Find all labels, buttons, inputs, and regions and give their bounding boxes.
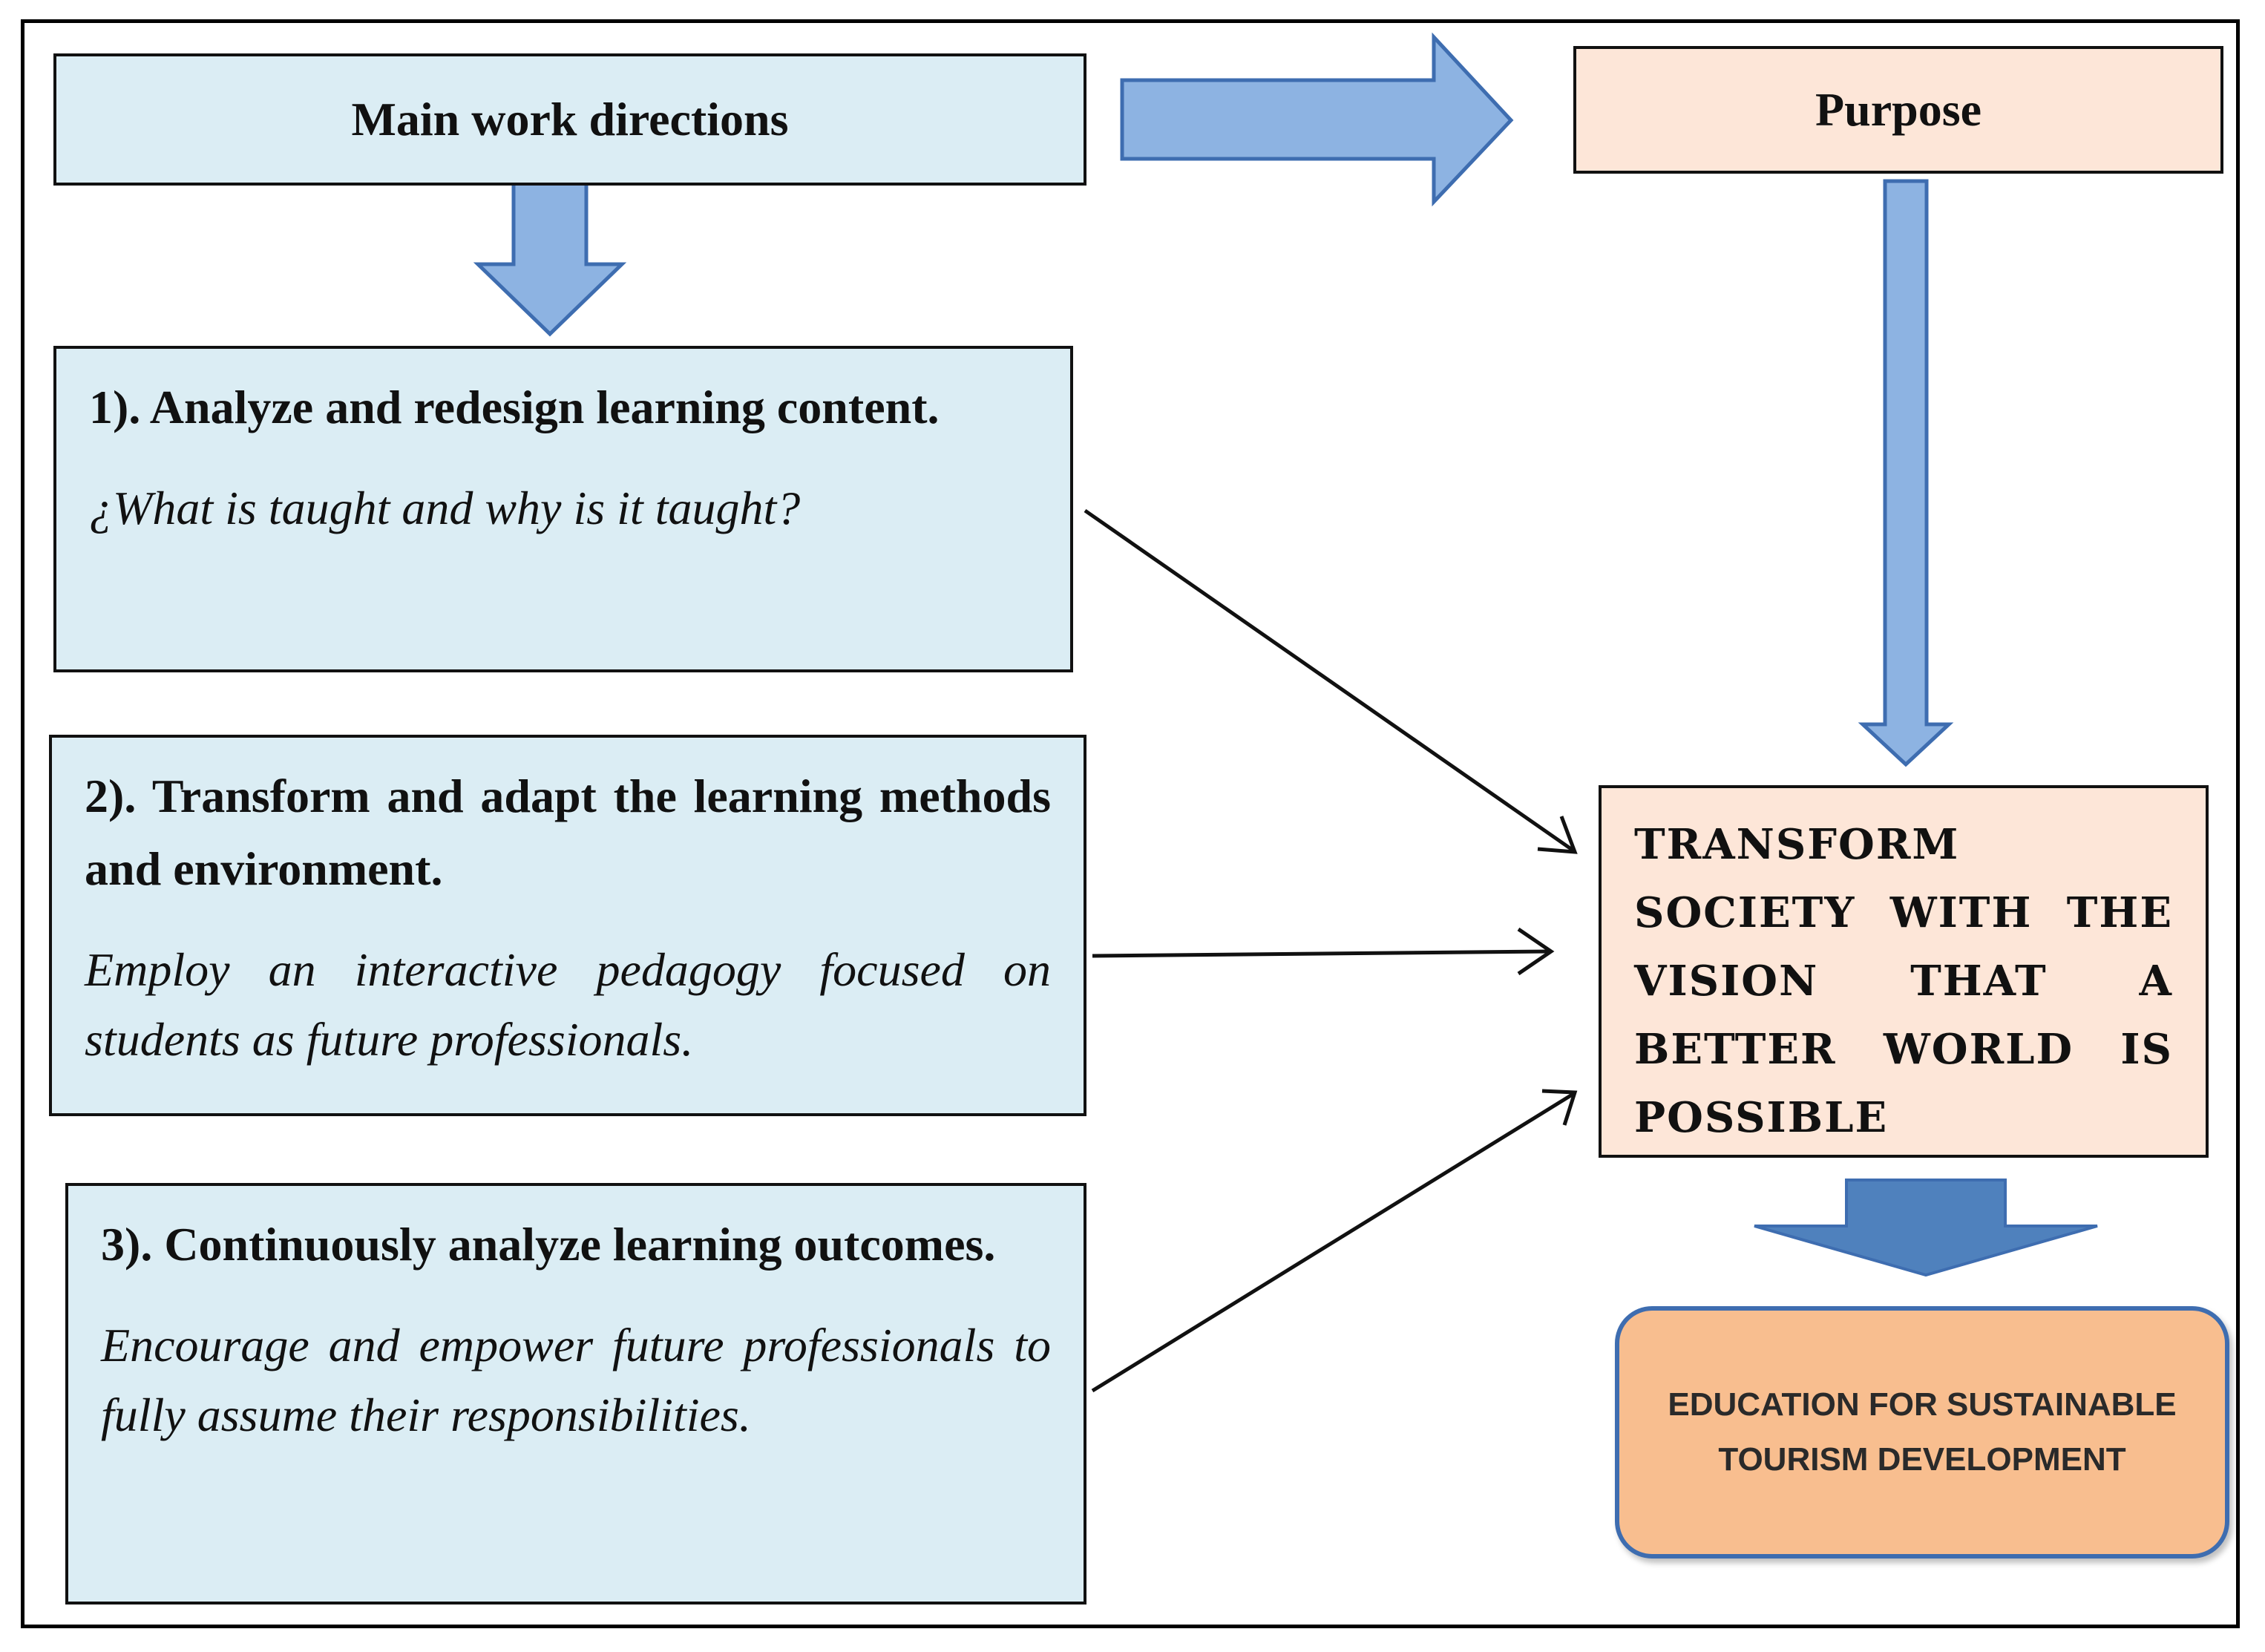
goal-box: EDUCATION FOR SUSTAINABLE TOURISM DEVELO… bbox=[1615, 1306, 2229, 1558]
vision-label: TRANSFORM SOCIETY WITH THE VISION THAT A… bbox=[1634, 820, 2173, 1142]
vision-box: TRANSFORM SOCIETY WITH THE VISION THAT A… bbox=[1599, 785, 2209, 1158]
main-directions-box: Main work directions bbox=[53, 53, 1086, 186]
goal-label: EDUCATION FOR SUSTAINABLE TOURISM DEVELO… bbox=[1668, 1386, 2177, 1478]
step-1-box: 1). Analyze and redesign learning conten… bbox=[53, 346, 1073, 672]
arrow-step1-to-vision bbox=[1084, 508, 1578, 854]
step-2-subtitle: Employ an interactive pedagogy focused o… bbox=[85, 943, 1051, 1066]
right-block-arrow bbox=[1120, 32, 1514, 207]
purpose-box: Purpose bbox=[1573, 46, 2223, 174]
step-2-box: 2). Transform and adapt the learning met… bbox=[49, 735, 1086, 1116]
down-block-arrow-goal bbox=[1754, 1179, 2098, 1277]
step-3-subtitle: Encourage and empower future professiona… bbox=[101, 1319, 1051, 1441]
down-block-arrow-left bbox=[473, 180, 627, 337]
main-directions-label: Main work directions bbox=[351, 93, 789, 145]
arrow-step3-to-vision bbox=[1091, 1089, 1578, 1393]
arrow-step2-to-vision bbox=[1092, 927, 1555, 976]
purpose-label: Purpose bbox=[1815, 83, 1982, 136]
step-3-box: 3). Continuously analyze learning outcom… bbox=[65, 1183, 1086, 1605]
diagram-frame bbox=[21, 19, 2240, 1628]
step-1-subtitle: ¿What is taught and why is it taught? bbox=[89, 482, 801, 534]
down-block-arrow-purpose bbox=[1858, 179, 1954, 767]
step-3-title: 3). Continuously analyze learning outcom… bbox=[101, 1218, 996, 1271]
step-1-title: 1). Analyze and redesign learning conten… bbox=[89, 381, 940, 433]
step-2-title: 2). Transform and adapt the learning met… bbox=[85, 770, 1051, 895]
